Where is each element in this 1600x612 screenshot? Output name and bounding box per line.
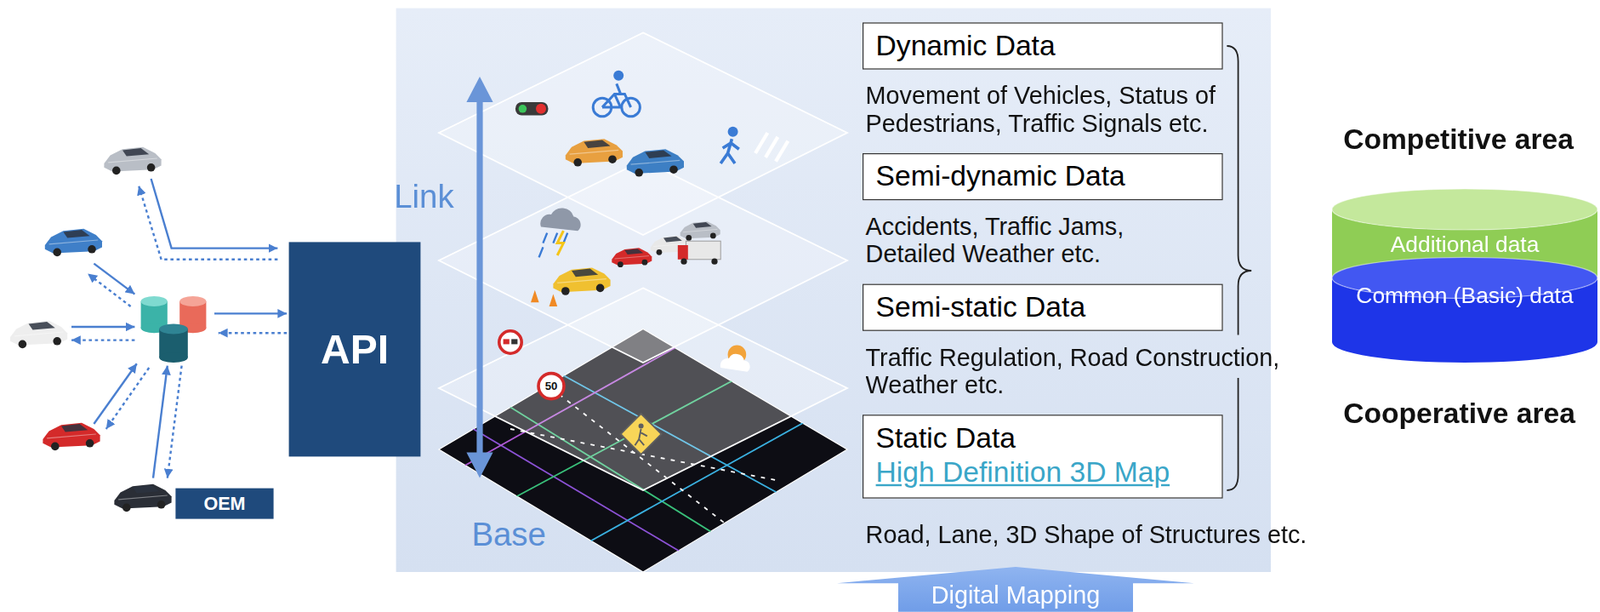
layer-box: Semi-static Data [862,284,1224,331]
layer-title: Semi-dynamic Data [876,159,1210,194]
area-label: Cooperative area [1343,397,1576,430]
database-icon [141,296,207,363]
connected-cars [10,147,172,512]
cylinder-label: Common (Basic) data [1332,282,1598,309]
layer-description: Road, Lane, 3D Shape of Structures etc. [865,520,1308,548]
area-label: Competitive area [1343,123,1574,156]
cylinder-shape [1332,256,1598,363]
layer-title: Static Data [876,420,1210,456]
speed-sign-number: 50 [539,378,564,393]
oem-tag: OEM [175,488,274,519]
mapping-arrow: Digital Mapping [837,566,1195,612]
layer-title: Semi-static Data [876,290,1210,325]
area-brace [1226,45,1252,490]
layer-description: Traffic Regulation, Road Construction, W… [865,342,1316,399]
layer-title: Dynamic Data [876,28,1210,64]
api-label: API [320,325,389,372]
axis-label: Base [471,516,547,552]
layer-box: Semi-dynamic Data [862,153,1224,200]
oem-label: OEM [203,492,245,514]
api-box: API [289,241,422,456]
layer-box: Static DataHigh Definition 3D Map [862,414,1224,498]
data-arrows [71,178,287,479]
data-cylinder: Common (Basic) data [1332,256,1598,363]
map-link: High Definition 3D Map [876,455,1210,490]
layer-description: Accidents, Traffic Jams, Detailed Weathe… [865,212,1173,268]
link-base-arrow [466,76,493,479]
axis-label: Link [393,178,454,214]
dynamic-layer [438,32,848,235]
layer-box: Dynamic Data [862,22,1224,69]
cylinder-label: Additional data [1332,231,1598,258]
arrow-label: Digital Mapping [837,580,1195,610]
layer-description: Movement of Vehicles, Status of Pedestri… [865,81,1275,137]
